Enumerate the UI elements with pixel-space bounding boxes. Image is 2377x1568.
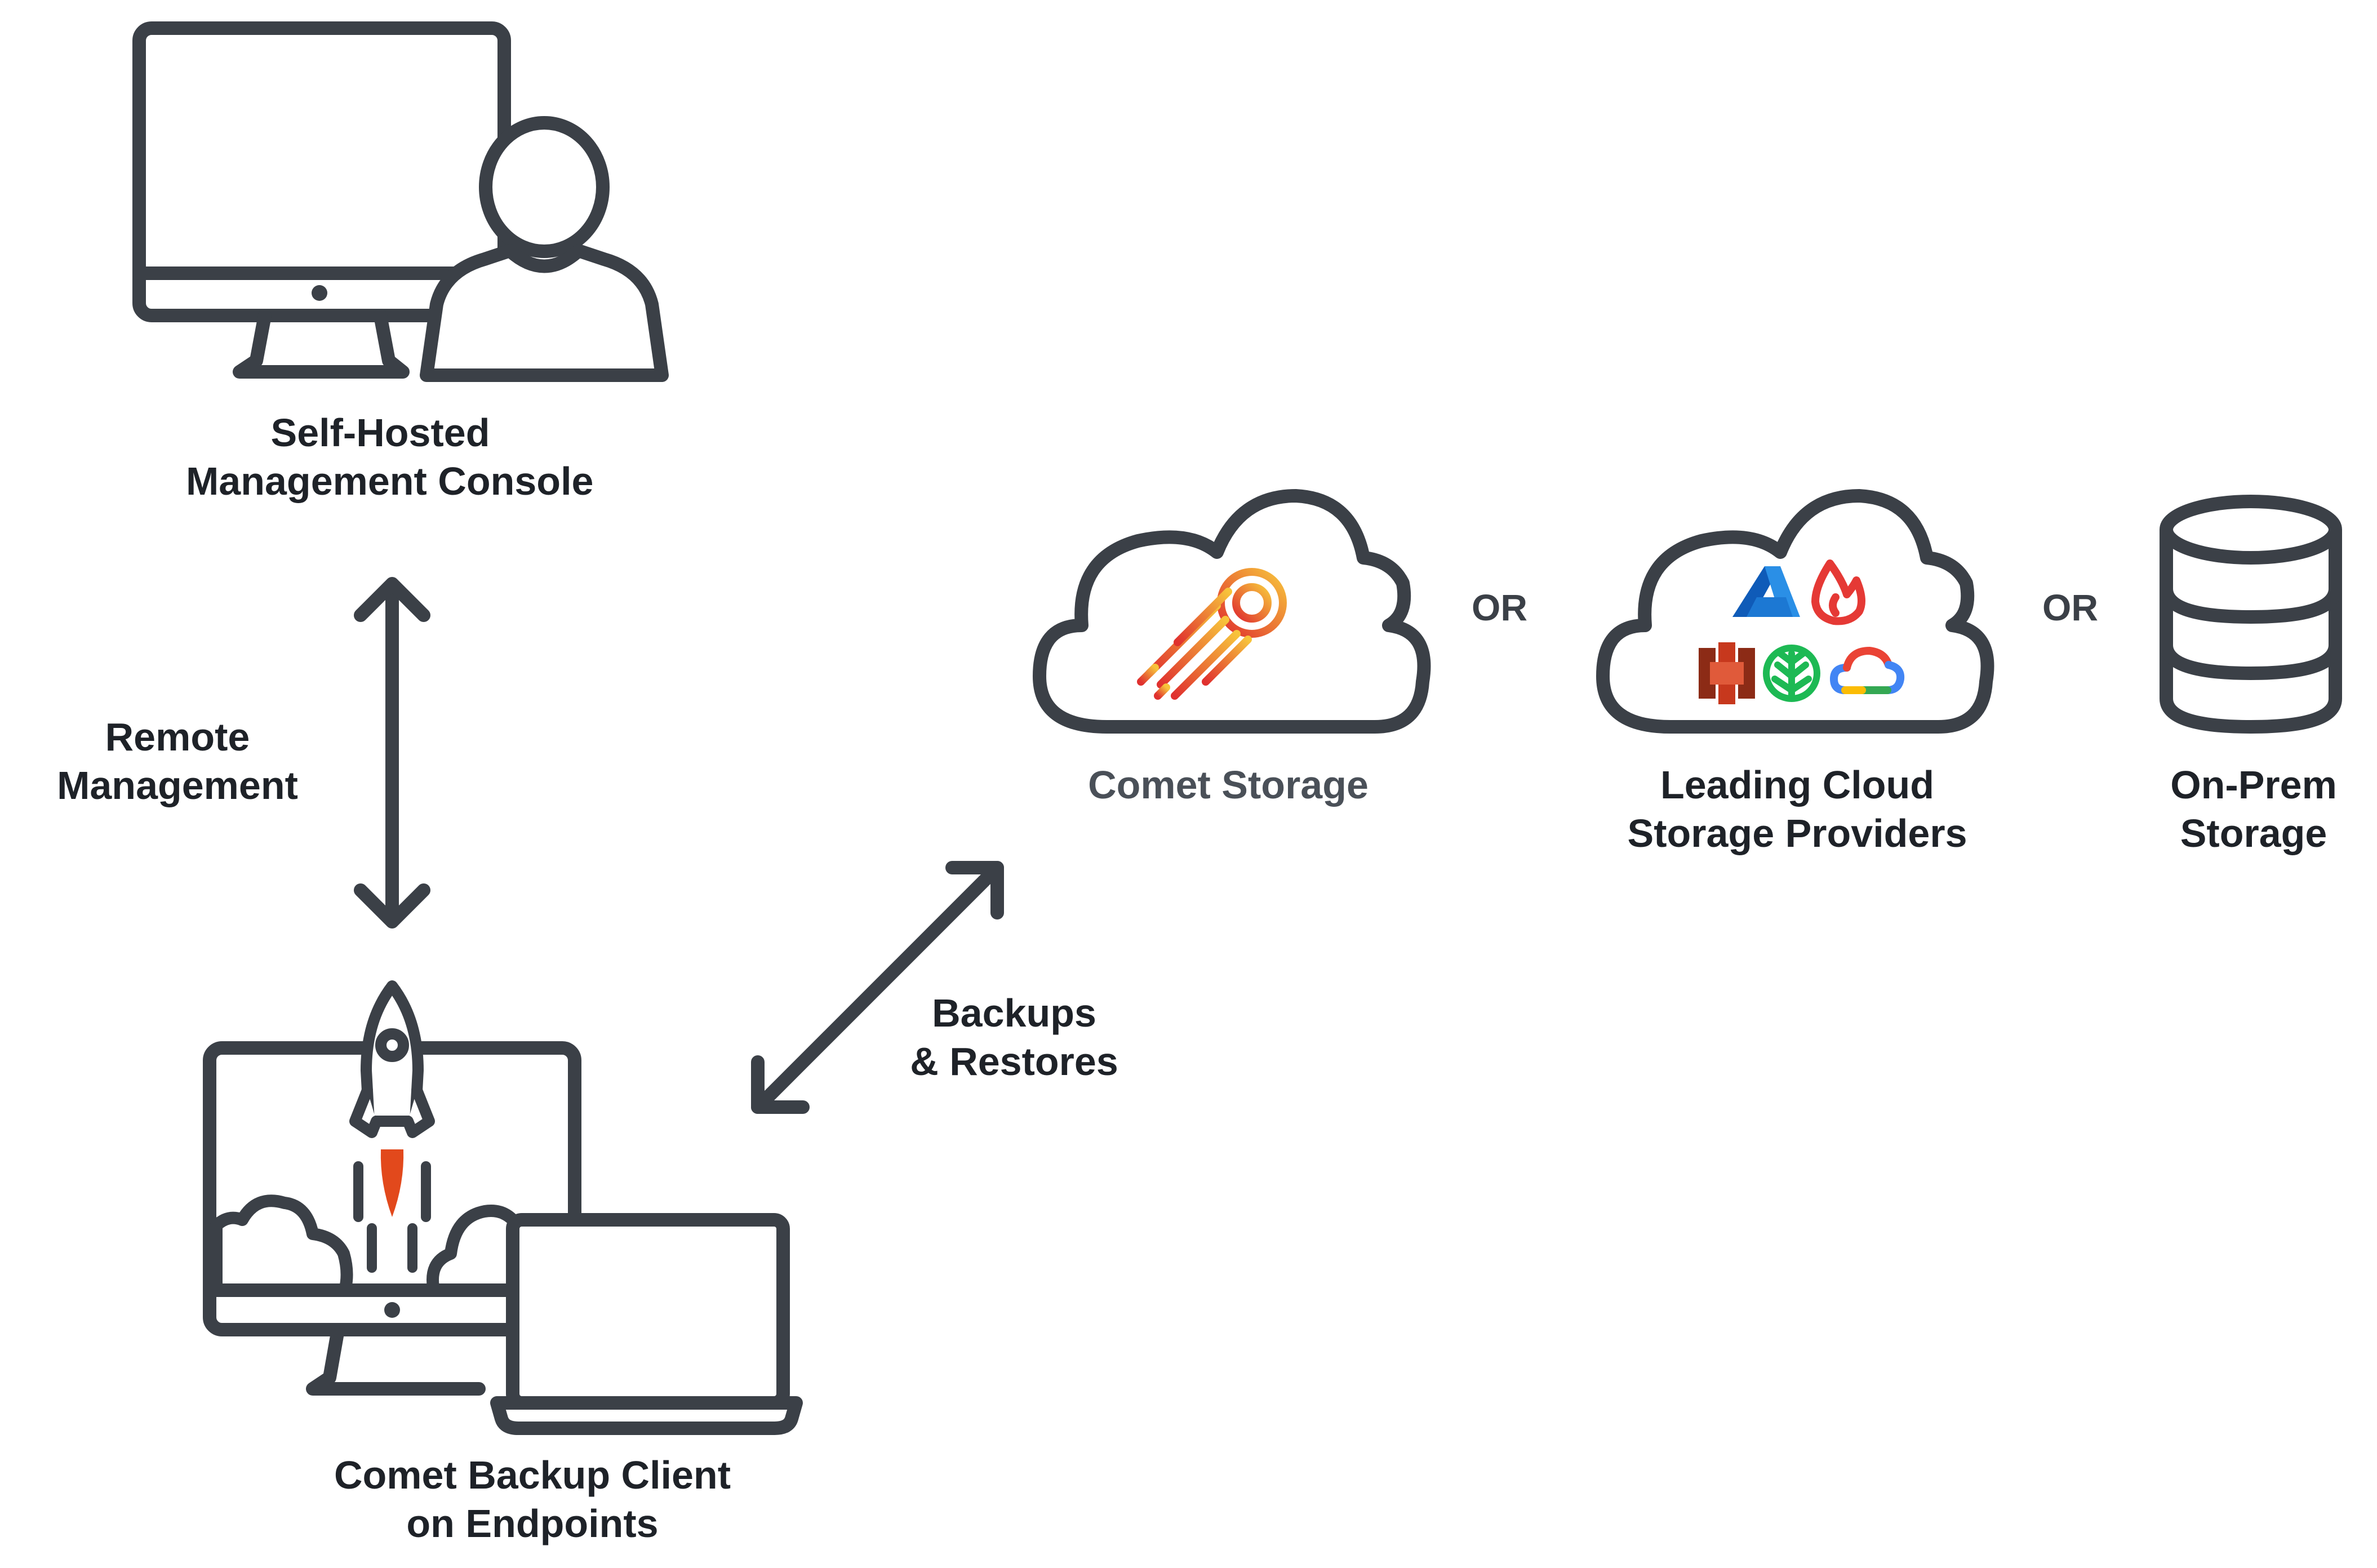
person-icon	[420, 116, 669, 382]
firebase-icon	[1811, 559, 1865, 625]
or-separator-1: OR	[1472, 587, 1527, 628]
comet-storage-cloud-icon	[1033, 489, 1431, 734]
onprem-label-line-2: Storage	[2180, 811, 2327, 855]
remote-management-arrow	[354, 577, 430, 929]
rocket-icon	[349, 980, 435, 1138]
cloud-providers-label-line-2: Storage Providers	[1627, 811, 1967, 855]
client-label-line-2: on Endpoints	[406, 1502, 659, 1545]
console-label-line-1: Self-Hosted	[270, 411, 490, 455]
client-label: Comet Backup Client on Endpoints	[332, 1451, 732, 1548]
backups-restores-arrow	[751, 861, 1004, 1114]
remote-label-line-1: Remote	[105, 715, 250, 759]
remote-management-label: Remote Management	[51, 713, 304, 810]
aws-s3-icon	[1699, 642, 1755, 704]
client-label-line-1: Comet Backup Client	[334, 1453, 731, 1497]
comet-icon	[1137, 568, 1287, 700]
comet-storage-label-text: Comet Storage	[1088, 763, 1369, 807]
small-cloud-icon	[210, 1194, 517, 1292]
google-cloud-icon	[1829, 646, 1905, 694]
remote-label-line-2: Management	[57, 763, 298, 807]
console-label-line-2: Management Console	[186, 459, 594, 503]
onprem-label: On-Prem Storage	[2141, 761, 2366, 858]
backups-label-line-2: & Restores	[910, 1040, 1118, 1083]
comet-storage-label: Comet Storage	[1059, 761, 1397, 809]
cloud-providers-label: Leading Cloud Storage Providers	[1617, 761, 1978, 858]
wasabi-icon	[1763, 645, 1820, 702]
rocket-exhaust-lines	[353, 1161, 431, 1273]
or-separator-2: OR	[2042, 587, 2098, 628]
client-monitor-power-dot	[384, 1302, 400, 1318]
onprem-label-line-1: On-Prem	[2170, 763, 2337, 807]
rocket-flame-icon	[380, 1149, 404, 1217]
backups-restores-label: Backups & Restores	[896, 989, 1132, 1086]
monitor-power-dot	[312, 285, 327, 301]
cloud-providers-label-line-1: Leading Cloud	[1660, 763, 1935, 807]
backups-label-line-1: Backups	[932, 991, 1096, 1035]
console-label: Self-Hosted Management Console	[186, 408, 594, 505]
azure-icon	[1732, 566, 1800, 617]
cloud-providers-cloud-icon	[1596, 489, 1994, 734]
database-icon	[2160, 495, 2342, 734]
laptop-icon	[490, 1213, 803, 1435]
